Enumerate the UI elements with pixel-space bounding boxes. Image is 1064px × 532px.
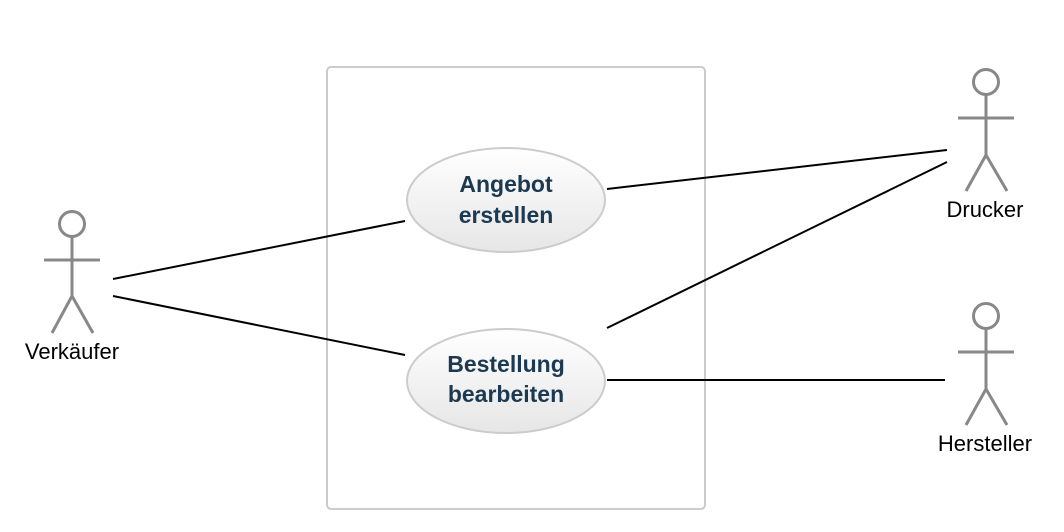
- use-case-label-line-2: erstellen: [459, 202, 554, 228]
- actor-label: Verkäufer: [25, 339, 119, 364]
- association-verkaeufer-angebot[interactable]: [112, 220, 406, 280]
- association-bestellung-drucker[interactable]: [606, 161, 948, 329]
- system-boundary[interactable]: [326, 66, 706, 510]
- use-case-label-line-2: bearbeiten: [448, 381, 564, 407]
- stick-figure-icon: [958, 68, 1014, 192]
- use-case-ellipse[interactable]: [406, 328, 606, 434]
- association-angebot-drucker[interactable]: [606, 149, 948, 190]
- use-case-bestellung-bearbeiten[interactable]: Bestellung bearbeiten: [406, 328, 606, 434]
- actor-label: Hersteller: [938, 431, 1032, 456]
- associations: [112, 149, 948, 381]
- stick-figure-icon: [958, 302, 1014, 426]
- use-case-angebot-erstellen[interactable]: Angebot erstellen: [406, 147, 606, 253]
- actor-label: Drucker: [946, 197, 1023, 222]
- use-case-label-line-1: Bestellung: [447, 351, 565, 377]
- actor-hersteller[interactable]: Hersteller: [938, 302, 1032, 457]
- actor-drucker[interactable]: Drucker: [946, 68, 1024, 223]
- actor-verkaeufer[interactable]: Verkäufer: [25, 210, 119, 365]
- use-case-label-line-1: Angebot: [459, 171, 553, 197]
- association-verkaeufer-bestellung[interactable]: [112, 295, 406, 356]
- use-case-ellipse[interactable]: [406, 147, 606, 253]
- stick-figure-icon: [44, 210, 100, 334]
